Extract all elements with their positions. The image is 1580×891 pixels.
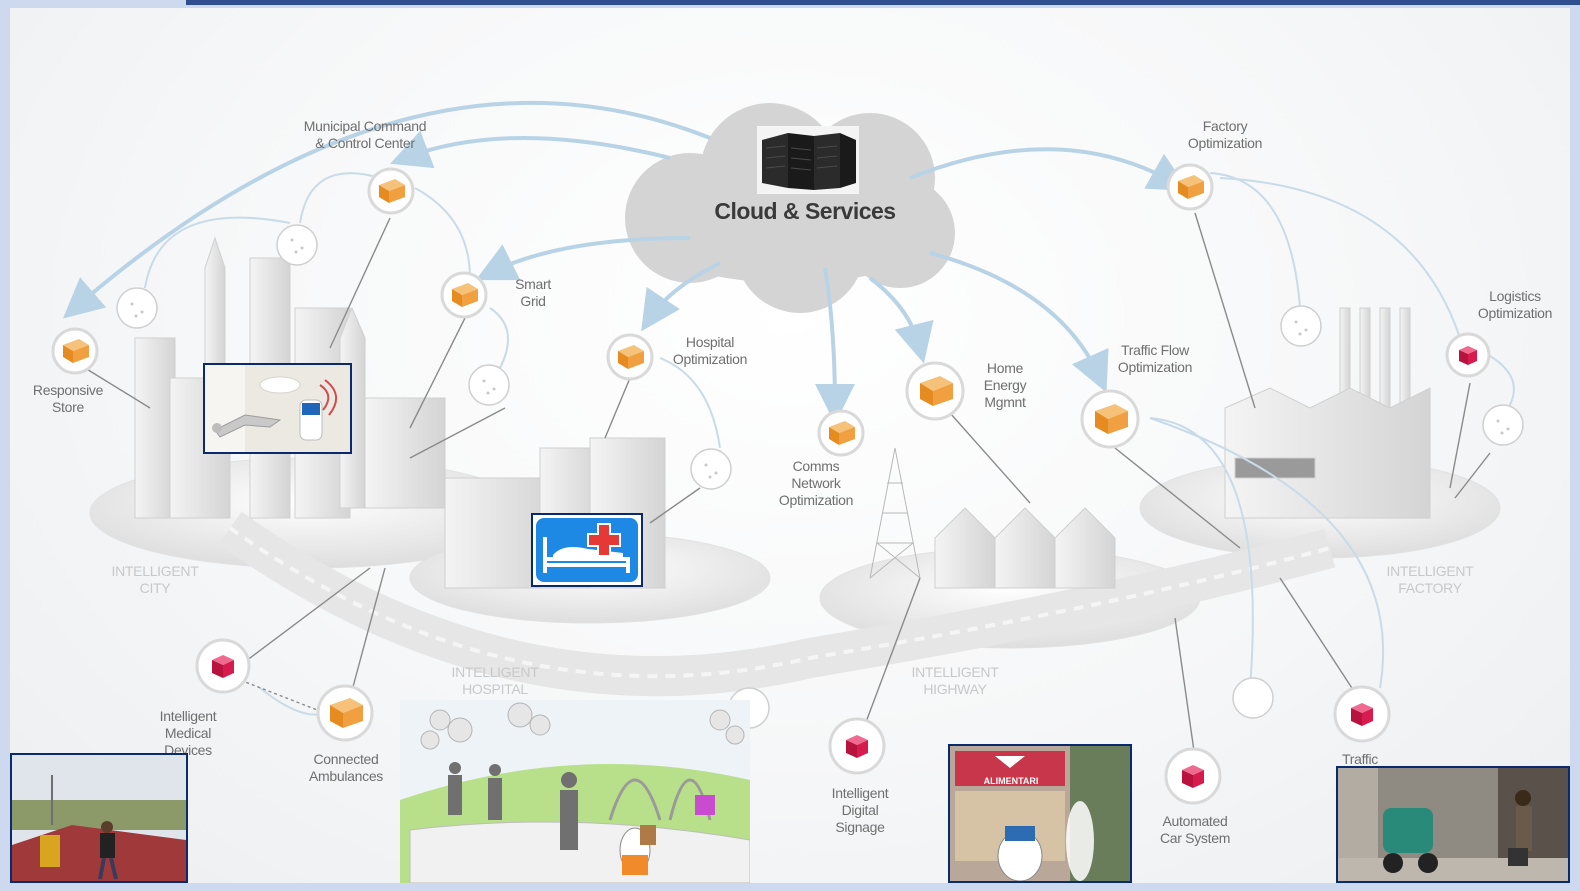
top-bar	[186, 0, 1580, 5]
houses	[934, 507, 1116, 589]
local-arrows	[144, 172, 1515, 716]
label-traffic-flow: Traffic Flow Optimization	[1117, 342, 1193, 375]
label-home-energy: Home Energy Mgmnt	[983, 360, 1027, 410]
photo-person-walking-path	[10, 753, 188, 883]
illustration-park-robot	[400, 700, 750, 883]
label-comms-network: Comms Network Optimization	[778, 458, 854, 508]
hospital-bed-icon	[531, 513, 643, 587]
label-hospital-optimization: Hospital Optimization	[672, 334, 748, 367]
orange-cube-icon	[51, 163, 1214, 742]
factory-building	[1224, 307, 1431, 519]
label-connected-ambulances: Connected Ambulances	[308, 751, 384, 784]
photo-street-robot	[1336, 766, 1570, 883]
label-smart-grid: Smart Grid	[515, 276, 551, 309]
zone-intelligent-highway: INTELLIGENT HIGHWAY	[911, 664, 999, 697]
cloud-services-title: Cloud & Services	[714, 198, 896, 224]
label-digital-signage: Intelligent Digital Signage	[831, 785, 889, 835]
label-medical-devices: Intelligent Medical Devices	[159, 708, 217, 758]
zone-intelligent-factory: INTELLIGENT FACTORY	[1386, 563, 1474, 596]
zone-intelligent-city: INTELLIGENT CITY	[111, 563, 199, 596]
label-logistics-optimization: Logistics Optimization	[1477, 288, 1553, 321]
server-rack-icon	[757, 126, 859, 194]
data-flow-arrows	[62, 100, 1189, 424]
photo-shop-robot: ALIMENTARI	[948, 744, 1132, 883]
smart-city-diagram: Cloud & Services Municipal Command & Con…	[10, 8, 1570, 883]
label-municipal-command: Municipal Command & Control Center	[303, 118, 427, 151]
connector-lines	[84, 212, 1491, 759]
label-car-system: Automated Car System	[1159, 813, 1231, 846]
photo-robot-assisting-fallen-person	[203, 363, 352, 454]
comms-tower	[869, 447, 921, 579]
label-factory-optimization: Factory Optimization	[1187, 118, 1263, 151]
zone-intelligent-hospital: INTELLIGENT HOSPITAL	[451, 664, 539, 697]
shop-sign-text: ALIMENTARI	[983, 776, 1039, 786]
label-traffic: Traffic	[1341, 751, 1379, 767]
red-cube-icon	[195, 332, 1491, 805]
label-responsive-store: Responsive Store	[32, 382, 104, 415]
